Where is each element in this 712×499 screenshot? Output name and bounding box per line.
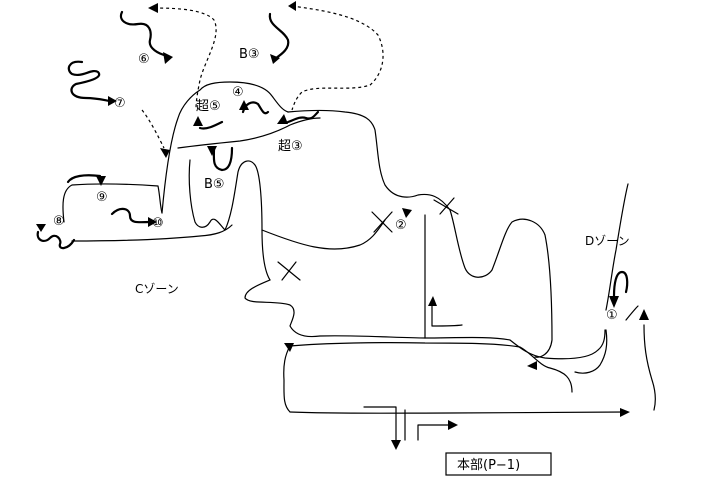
label-7: ⑦	[114, 96, 126, 111]
label-10: ⑩	[152, 216, 164, 231]
label-6: ⑥	[138, 52, 150, 67]
label-super5: 超⑤	[196, 99, 221, 114]
label-b3: B③	[239, 47, 260, 62]
zone-d-label: Dゾーン	[585, 234, 630, 248]
cave-passage-outline	[62, 81, 656, 441]
route-squiggles	[36, 10, 639, 321]
label-2: ②	[395, 218, 407, 233]
label-b5: B⑤	[204, 177, 225, 192]
zone-c-label: Cゾーン	[135, 282, 179, 296]
label-8: ⑧	[53, 214, 65, 229]
hq-label: 本部(P−1)	[457, 458, 520, 473]
label-4: ④	[232, 85, 244, 100]
dashed-routes	[141, 1, 384, 158]
label-super3: 超③	[278, 139, 303, 154]
hq-box: 本部(P−1)	[445, 452, 552, 476]
point-labels: ⑥ B③ ⑦ ④ 超⑤ 超③ B⑤ ⑨ ⑧ ⑩ ② ①	[53, 47, 618, 323]
label-1: ①	[606, 308, 618, 323]
arrowheads	[284, 208, 649, 450]
zone-labels: Cゾーン Dゾーン	[135, 234, 630, 296]
label-9: ⑨	[96, 190, 108, 205]
